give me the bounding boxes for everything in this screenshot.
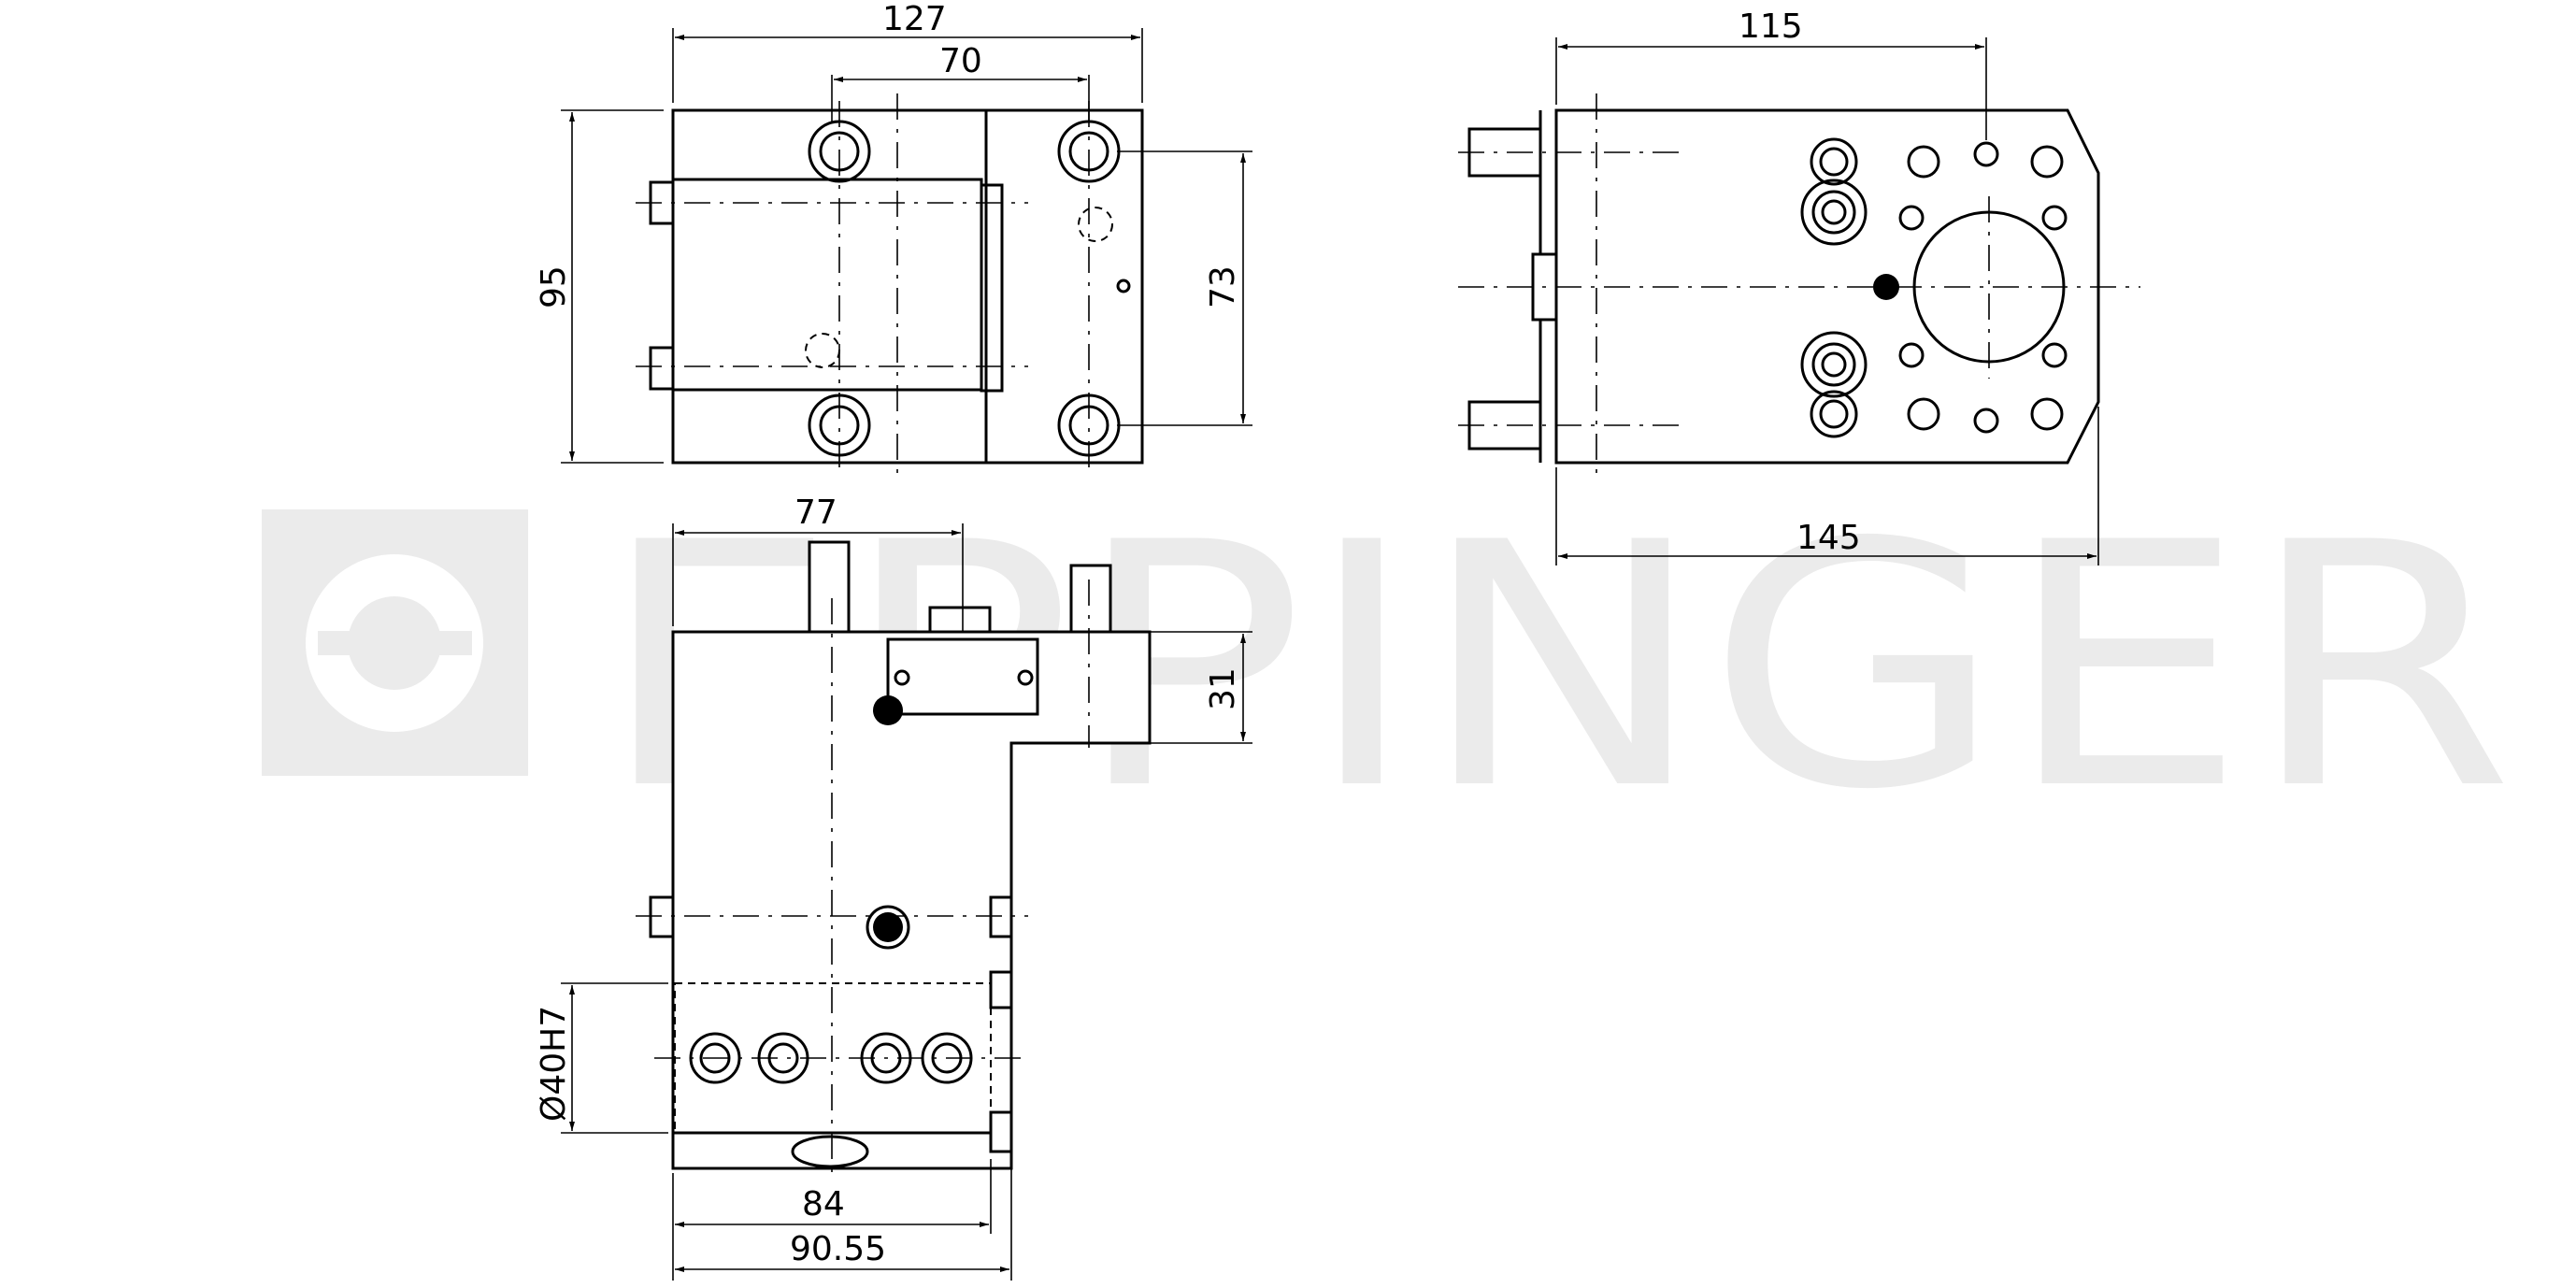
top-view-pin bbox=[649, 895, 675, 938]
side-view: 115 145 bbox=[1458, 7, 2140, 565]
side-view-holes bbox=[1800, 137, 2068, 438]
top-view-slot bbox=[791, 1135, 869, 1168]
front-view-pin-bottom bbox=[649, 346, 675, 391]
front-view-side-plate bbox=[980, 183, 1004, 393]
dim-bore: Ø40H7 bbox=[535, 1006, 573, 1122]
front-view-outline bbox=[671, 108, 1144, 465]
dim-115: 115 bbox=[1739, 7, 1803, 46]
dim-95: 95 bbox=[535, 265, 573, 308]
dim-127: 127 bbox=[882, 0, 947, 38]
dim-84: 84 bbox=[802, 1185, 845, 1224]
watermark: EPPINGER bbox=[262, 471, 2514, 863]
front-view: 127 70 95 73 bbox=[535, 0, 1252, 477]
top-view-clamp bbox=[886, 637, 1039, 716]
dim-145: 145 bbox=[1796, 519, 1861, 557]
dim-77: 77 bbox=[794, 494, 837, 532]
dim-90-55: 90.55 bbox=[790, 1230, 886, 1268]
top-view-clamp-top bbox=[928, 606, 992, 634]
top-view: 77 31 Ø40H7 84 90.55 bbox=[535, 494, 1252, 1281]
dim-73: 73 bbox=[1204, 265, 1242, 308]
dim-31: 31 bbox=[1204, 667, 1242, 710]
watermark-logo-bar bbox=[318, 631, 472, 655]
dim-70: 70 bbox=[939, 42, 982, 80]
top-view-post-left bbox=[808, 540, 851, 634]
top-view-post-right bbox=[1069, 564, 1112, 634]
side-view-outline bbox=[1554, 108, 2100, 465]
